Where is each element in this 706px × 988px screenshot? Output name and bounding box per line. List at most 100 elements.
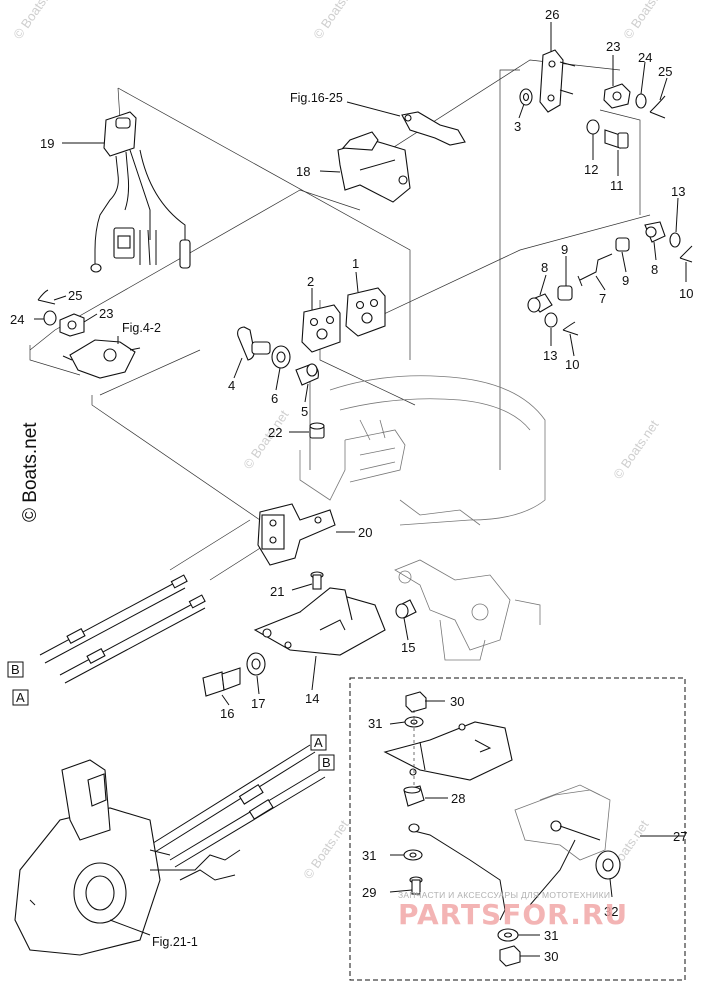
callout-24: 24 [638,50,652,65]
copyright-watermark: © Boats.net [20,422,41,522]
assembly-lines [29,59,651,581]
part-16-bolt [202,667,241,697]
part-13-washer-upper [669,232,681,248]
part-22-nut [309,422,325,439]
engine-outline [299,375,546,526]
callout-labels: 26 23 24 25 3 12 11 13 9 8 9 8 10 7 13 1… [10,7,693,964]
callout-28: 28 [451,791,465,806]
part-10-clip-lower [562,321,579,336]
part-23-nut-left [59,313,85,337]
brand-name: PARTSFOR.RU [398,898,629,931]
callout-6: 6 [271,391,278,406]
leader-lines [34,22,687,957]
part-14-plate [253,587,386,656]
cable-label-a-right: A [310,734,327,751]
callout-18: 18 [296,164,310,179]
part-11-bolt [604,129,629,149]
part-7-rod [577,253,613,287]
part-31-washer-mid [403,849,423,861]
part-6-bushing [271,345,291,369]
fig-16-25-bracket [401,111,466,146]
callout-5: 5 [301,404,308,419]
part-24-washer-top [635,93,647,109]
callout-31: 31 [362,848,376,863]
callout-24: 24 [10,312,24,327]
fig-4-2-throttle [62,339,141,379]
callout-25: 25 [68,288,82,303]
kit-link-rod [408,823,576,921]
cable-label-a: A [16,690,25,705]
callout-10: 10 [565,357,579,372]
part-18-clamp [337,131,411,203]
part-5-collar [295,363,319,386]
part-32-nut [595,850,621,880]
part-29-bolt [409,876,423,895]
cable-label-b-right: B [318,754,335,771]
part-2-mount [301,304,341,353]
brand-watermark: ЗАПЧАСТИ И АКСЕССУАРЫ ДЛЯ МОТОТЕХНИКИ PA… [398,890,698,930]
part-8-joint-upper [644,221,666,243]
part-30-nut-bottom [499,945,521,967]
watermark-tile: © Boats.net [610,417,662,482]
part-30-nut-top [405,691,427,713]
part-17-washer [246,652,266,676]
callout-19: 19 [40,136,54,151]
callout-29: 29 [362,885,376,900]
cable-label-b-left: B [7,661,24,678]
callout-16: 16 [220,706,234,721]
callout-4: 4 [228,378,235,393]
part-25-clip-left [37,289,56,305]
callout-9: 9 [561,242,568,257]
fig-16-25-ref: Fig.16-25 [290,91,343,105]
kit-bracket [383,710,513,790]
callout-32: 32 [604,904,618,919]
callout-8: 8 [651,262,658,277]
fig-21-1-ref: Fig.21-1 [152,935,198,949]
part-31-washer-bottom [497,928,519,942]
kit-arm-housing [514,784,611,861]
callout-9: 9 [622,273,629,288]
callout-1: 1 [352,256,359,271]
part-24-washer-left [43,310,57,326]
callout-14: 14 [305,691,319,706]
watermark-tile: © Boats.net [310,0,362,42]
callout-3: 3 [514,119,521,134]
part-25-clip-top [649,95,666,119]
part-28-collar [403,785,425,807]
part-19-switch [90,111,191,273]
callout-15: 15 [401,640,415,655]
part-27-kit-box [349,677,686,981]
watermark-tile: © Boats.net [620,0,672,42]
part-3-washer [519,88,533,106]
callout-30: 30 [450,694,464,709]
part-8-joint-lower [527,293,553,313]
callout-12: 12 [584,162,598,177]
cable-label-a-left: A [12,689,29,706]
watermark-tile: © Boats.net [300,817,352,882]
callout-22: 22 [268,425,282,440]
copyright-text: © Boats.net [20,422,41,522]
callout-21: 21 [270,584,284,599]
callout-10: 10 [679,286,693,301]
watermark-tile: © Boats.net [240,407,292,472]
part-21-bolt [310,571,324,590]
part-12-washer [586,119,600,135]
part-9-nut-left [557,285,573,301]
callout-11: 11 [610,178,624,193]
callout-8: 8 [541,260,548,275]
callout-13: 13 [671,184,685,199]
cable-label-b: B [11,662,20,677]
callout-27: 27 [673,829,687,844]
callout-26: 26 [545,7,559,22]
callout-7: 7 [599,291,606,306]
fig-4-2-ref: Fig.4-2 [122,321,161,335]
part-13-washer-lower [544,312,558,328]
steering-arm [394,559,541,661]
callout-31: 31 [544,928,558,943]
brand-subtitle: ЗАПЧАСТИ И АКСЕССУАРЫ ДЛЯ МОТОТЕХНИКИ [398,890,611,900]
remote-cables-lower [149,744,326,868]
callout-20: 20 [358,525,372,540]
part-20-bracket [257,503,336,566]
callout-23: 23 [99,306,113,321]
